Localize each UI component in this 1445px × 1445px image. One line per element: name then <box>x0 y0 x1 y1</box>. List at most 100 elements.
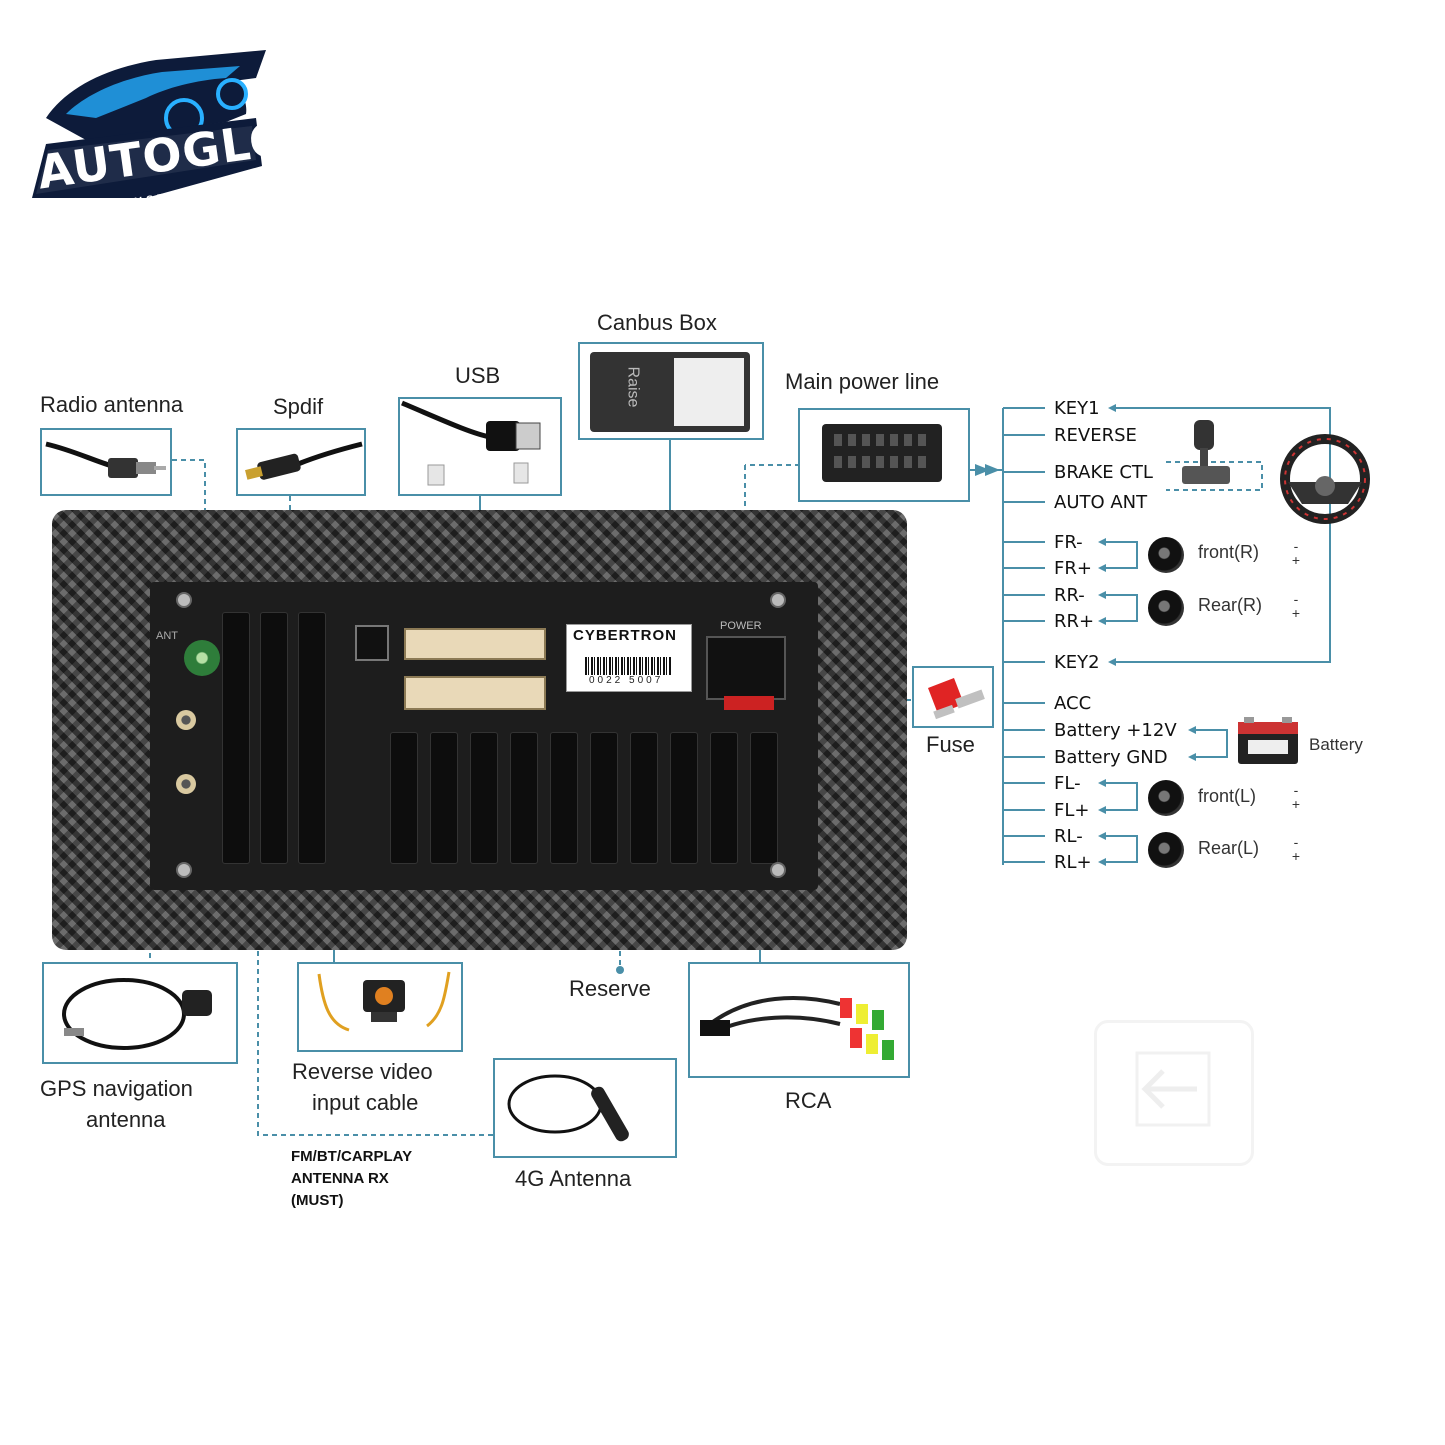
spdif-label: Spdif <box>273 394 324 419</box>
screw <box>770 592 786 608</box>
fuse-socket <box>724 696 774 710</box>
radio-antenna-label: Radio antenna <box>40 392 184 417</box>
ant-label: ANT <box>156 630 178 642</box>
wire-fr-minus: FR- <box>1054 532 1083 553</box>
barcode <box>585 657 671 675</box>
wire-fl-plus: FL+ <box>1054 800 1090 821</box>
reverse-video-label-line1: Reverse video <box>292 1059 433 1084</box>
serial-sticker: CYBERTRON 0022 5007 <box>566 624 692 692</box>
gps-antenna-icon <box>62 978 212 1050</box>
heatsink-fin <box>298 612 326 864</box>
head-unit-heatsink <box>150 582 818 890</box>
gps-antenna-box <box>42 962 238 1064</box>
wire-rl-minus: RL- <box>1054 826 1083 847</box>
fm-antenna-note-line3: (MUST) <box>291 1192 344 1209</box>
wire-auto-ant: AUTO ANT <box>1054 492 1148 513</box>
minus-sign: - <box>1293 538 1299 554</box>
minus-sign: - <box>1293 591 1299 607</box>
reserve-label: Reserve <box>569 976 651 1001</box>
rca-cable-icon <box>700 996 894 1060</box>
reverse-video-box <box>297 962 463 1052</box>
barcode-number: 0022 5007 <box>589 675 664 686</box>
gps-port <box>176 710 196 730</box>
canbus-module: Raise <box>590 352 750 432</box>
heatsink-fin <box>510 732 538 864</box>
steering-wheel-icon <box>1280 434 1370 524</box>
heatsink-fin <box>750 732 778 864</box>
fm-antenna-note-line2: ANTENNA RX <box>291 1170 389 1187</box>
wire-acc: ACC <box>1054 693 1092 714</box>
power-socket <box>706 636 786 700</box>
speaker-front-left-icon <box>1148 780 1184 816</box>
heatsink-fin <box>550 732 578 864</box>
speaker-rear-right-icon <box>1148 590 1184 626</box>
spdif-box <box>236 428 366 496</box>
battery-label: Battery <box>1309 735 1363 754</box>
sticker-brand: CYBERTRON <box>573 627 678 644</box>
fuse-icon <box>928 678 985 720</box>
plus-sign: + <box>1291 605 1301 621</box>
wire-battery-gnd: Battery GND <box>1054 747 1168 768</box>
canbus-box-label: Canbus Box <box>597 310 717 335</box>
screw <box>176 592 192 608</box>
speaker-front-left-label: front(L) <box>1198 786 1257 806</box>
gear-shifter-icon <box>1182 420 1230 484</box>
optical-cable-icon <box>245 441 363 480</box>
wire-reverse: REVERSE <box>1054 425 1137 446</box>
heatsink-fin <box>222 612 250 864</box>
power-connector-icon <box>822 424 942 482</box>
fm-antenna-note-line1: FM/BT/CARPLAY <box>291 1148 413 1165</box>
usb-connector-block <box>404 628 546 660</box>
screw <box>176 862 192 878</box>
main-power-box <box>798 408 970 502</box>
rca-label: RCA <box>785 1088 832 1113</box>
usb-box <box>398 397 562 496</box>
wire-key1: KEY1 <box>1054 398 1100 419</box>
antenna-plug-icon <box>45 441 166 478</box>
4g-antenna-box <box>493 1058 677 1158</box>
spdif-port <box>355 625 389 661</box>
wire-rl-plus: RL+ <box>1054 852 1092 873</box>
reverse-video-label-line2: input cable <box>312 1090 419 1115</box>
heatsink-fin <box>390 732 418 864</box>
speaker-front-right-icon <box>1148 537 1184 573</box>
minus-sign: - <box>1293 782 1299 798</box>
speaker-rear-left-icon <box>1148 832 1184 868</box>
heatsink-fin <box>590 732 618 864</box>
4g-antenna-icon <box>507 1074 629 1142</box>
canbus-module-label: Raise <box>624 366 642 408</box>
radio-antenna-box <box>40 428 172 496</box>
fuse-box <box>912 666 994 728</box>
wire-key2: KEY2 <box>1054 652 1100 673</box>
car-battery-icon <box>1238 717 1298 764</box>
brand-logo: AUTOGLO AUSTRALIA <box>26 48 293 220</box>
plus-sign: + <box>1291 848 1301 864</box>
usb-cable-icon <box>401 400 541 486</box>
fuse-label: Fuse <box>926 732 975 757</box>
heatsink-fin <box>470 732 498 864</box>
plus-sign: + <box>1291 552 1301 568</box>
heatsink-fin <box>710 732 738 864</box>
heatsink-fin <box>670 732 698 864</box>
plus-sign: + <box>1291 796 1301 812</box>
gps-label-line2: antenna <box>86 1107 166 1132</box>
minus-sign: - <box>1293 834 1299 850</box>
power-label: POWER <box>720 620 762 632</box>
wire-fr-plus: FR+ <box>1054 558 1092 579</box>
heatsink-fin <box>430 732 458 864</box>
fm-antenna-port <box>176 774 196 794</box>
radio-antenna-port <box>184 640 220 676</box>
rca-box <box>688 962 910 1078</box>
screw <box>770 862 786 878</box>
car-logo-icon <box>32 50 266 198</box>
speaker-rear-left-label: Rear(L) <box>1198 838 1260 858</box>
av-connector-block <box>404 676 546 710</box>
wire-rr-plus: RR+ <box>1054 611 1095 632</box>
canbus-sticker <box>674 358 744 426</box>
back-arrow-icon <box>1135 1051 1211 1127</box>
wire-fl-minus: FL- <box>1054 773 1081 794</box>
fm-antenna-note: FM/BT/CARPLAY ANTENNA RX (MUST) <box>291 1146 412 1212</box>
back-button[interactable] <box>1094 1020 1254 1166</box>
speaker-rear-right-label: Rear(R) <box>1198 595 1263 615</box>
4g-antenna-label: 4G Antenna <box>515 1166 632 1191</box>
